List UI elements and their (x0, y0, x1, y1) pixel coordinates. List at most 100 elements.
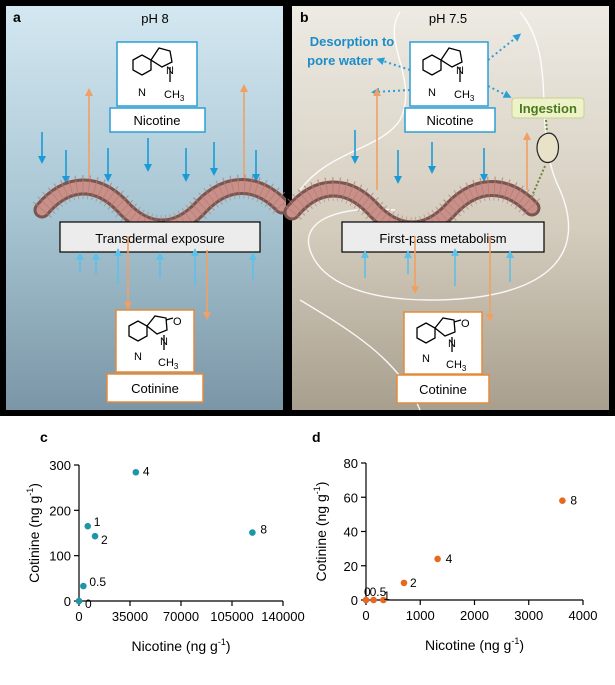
lightblue-up-arrows-b (361, 248, 514, 286)
x-tick-label: 4000 (569, 608, 598, 623)
transdermal-box (59, 221, 261, 253)
cotinine-label-box-b (396, 374, 490, 404)
x-tick-label: 70000 (163, 609, 199, 624)
data-point (75, 597, 83, 605)
lightblue-up-arrows-a (76, 248, 257, 286)
y-tick-label: 80 (344, 456, 358, 471)
panel-b: b pH 7.5 Desorption to pore water N N CH… (289, 0, 615, 416)
panel-letter-b: b (300, 9, 309, 25)
x-tick-label: 0 (75, 609, 82, 624)
cotinine-sub-a: 3 (174, 362, 179, 371)
y-tick-label: 40 (344, 525, 358, 540)
y-axis-label: Cotinine (ng g-1) (25, 483, 42, 583)
y-tick-label: 0 (64, 594, 71, 609)
nicotine-ch-a: CH (164, 89, 180, 101)
nicotine-structure-a (116, 41, 198, 107)
cotinine-n-b: N (422, 353, 430, 365)
ph-label-a: pH 8 (141, 11, 168, 26)
y-axis-label: Cotinine (ng g-1) (312, 482, 329, 582)
desorption-label-2: pore water (307, 53, 373, 68)
nicotine-n2-a: N (166, 65, 174, 77)
point-label: 0.5 (370, 585, 387, 599)
x-axis-label: Nicotine (ng g-1) (425, 636, 524, 653)
cotinine-molecule-a (128, 315, 174, 350)
cotinine-structure-b (403, 311, 483, 375)
y-tick-label: 100 (49, 549, 71, 564)
cotinine-n2-b: N (448, 338, 456, 350)
point-label: 1 (383, 589, 390, 603)
ingestion-label: Ingestion (519, 101, 577, 116)
orange-down-arrows-a (124, 236, 211, 320)
point-label: 4 (446, 552, 453, 566)
point-label: 2 (101, 533, 108, 547)
x-tick-label: 3000 (514, 608, 543, 623)
data-point (84, 522, 92, 530)
point-label: 2 (410, 576, 417, 590)
x-axis-label: Nicotine (ng g-1) (131, 637, 230, 654)
transdermal-label: Transdermal exposure (95, 231, 225, 246)
point-label: 8 (570, 494, 577, 508)
point-label: 0.5 (89, 575, 106, 589)
nicotine-label-b: Nicotine (427, 113, 474, 128)
svg-text:CH3: CH3 (446, 359, 467, 373)
data-point (559, 497, 566, 504)
orange-up-arrows-b (373, 88, 531, 190)
first-pass-box (341, 221, 545, 253)
y-tick-label: 200 (49, 503, 71, 518)
nicotine-ch-b: CH (454, 89, 470, 101)
x-tick-label: 2000 (460, 608, 489, 623)
data-point (434, 555, 441, 563)
y-tick-label: 300 (49, 458, 71, 473)
cotinine-ch-b: CH (446, 359, 462, 371)
point-label: 0 (364, 585, 371, 599)
nicotine-sub-b: 3 (470, 94, 475, 103)
point-label: 8 (260, 523, 267, 537)
cotinine-ch-a: CH (158, 357, 174, 369)
orange-down-arrows-b (411, 236, 494, 322)
data-point (380, 596, 387, 604)
cotinine-sub-b: 3 (462, 364, 467, 373)
panel-a: a pH 8 N N CH3 Nicotine (0, 0, 286, 416)
y-tick-label: 0 (351, 593, 358, 608)
ingestion-tag (511, 97, 585, 119)
y-tick-label: 60 (344, 490, 358, 505)
cotinine-label-a: Cotinine (131, 381, 179, 396)
cotinine-structure-a (115, 309, 195, 373)
orange-up-arrows-a (85, 84, 248, 190)
point-label: 1 (94, 515, 101, 529)
cotinine-n2-a: N (160, 336, 168, 348)
nicotine-molecule-b (422, 47, 463, 82)
panel-letter-c: c (40, 429, 48, 445)
nicotine-n-b: N (428, 87, 436, 99)
nicotine-label-a: Nicotine (134, 113, 181, 128)
desorption-label-1: Desorption to (310, 34, 395, 49)
data-point (80, 582, 87, 590)
point-label: 0 (85, 597, 92, 611)
panel-letter-d: d (312, 429, 321, 445)
data-point (132, 468, 140, 476)
y-tick-label: 20 (344, 559, 358, 574)
svg-text:CH3: CH3 (164, 89, 185, 103)
svg-text:CH3: CH3 (158, 357, 179, 371)
blue-down-arrows-a (38, 132, 260, 184)
cotinine-label-b: Cotinine (419, 382, 467, 397)
first-pass-label: First-pass metabolism (379, 231, 506, 246)
data-point (370, 596, 377, 604)
data-point (362, 596, 370, 604)
x-tick-label: 105000 (210, 609, 253, 624)
point-label: 4 (143, 464, 150, 478)
data-point (249, 529, 256, 536)
x-tick-label: 0 (362, 608, 369, 623)
cotinine-o-a: O (173, 316, 182, 328)
desorption-arrows (371, 33, 522, 98)
x-tick-label: 140000 (261, 609, 304, 624)
sediment-particle-icon (536, 132, 560, 164)
x-tick-label: 1000 (406, 608, 435, 623)
ph-label-b: pH 7.5 (429, 11, 467, 26)
cotinine-molecule-b (416, 317, 462, 352)
blue-down-arrows-b (351, 130, 488, 184)
nicotine-molecule-a (132, 47, 173, 82)
